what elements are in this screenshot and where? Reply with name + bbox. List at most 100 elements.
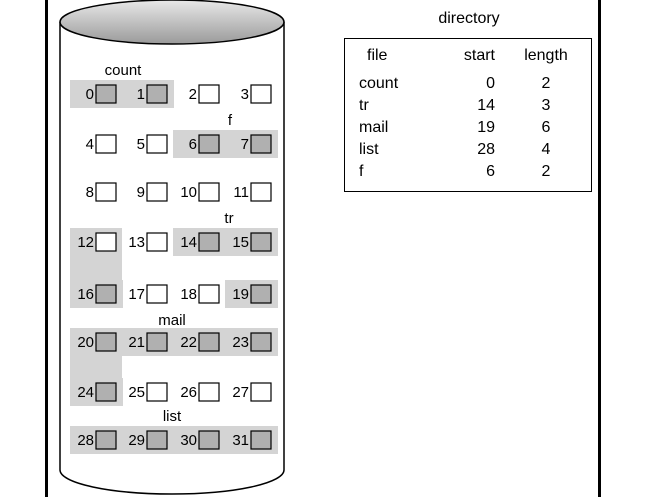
disk-block-17: 17	[128, 284, 168, 304]
block-square	[198, 332, 220, 352]
cylinder-top	[59, 0, 285, 45]
cell-start: 19	[477, 119, 495, 136]
block-number: 24	[77, 384, 94, 401]
disk-block-4: 4	[86, 134, 117, 154]
block-number: 20	[77, 334, 94, 351]
cell-start: 28	[477, 141, 495, 158]
block-square	[95, 134, 117, 154]
block-square	[250, 232, 272, 252]
cell-file: list	[359, 141, 379, 158]
block-number: 11	[233, 184, 249, 201]
disk-block-9: 9	[137, 182, 168, 202]
header-start: start	[463, 47, 495, 64]
cell-length: 3	[541, 97, 551, 114]
disk-block-18: 18	[180, 284, 220, 304]
block-number: 7	[241, 136, 249, 153]
block-number: 30	[180, 432, 197, 449]
block-number: 22	[180, 334, 197, 351]
block-number: 4	[86, 136, 94, 153]
disk-block-1: 1	[137, 84, 168, 104]
disk-block-15: 15	[232, 232, 272, 252]
block-square	[95, 232, 117, 252]
block-square	[250, 182, 272, 202]
block-square	[95, 332, 117, 352]
block-square	[198, 134, 220, 154]
block-number: 25	[128, 384, 145, 401]
left-border-line	[45, 0, 48, 497]
block-number: 23	[232, 334, 249, 351]
disk-block-24: 24	[77, 382, 117, 402]
block-square	[198, 232, 220, 252]
directory-table: file start length count 0 2 tr 14 3 mail	[359, 47, 587, 183]
disk-block-22: 22	[180, 332, 220, 352]
block-number: 15	[232, 234, 249, 251]
cell-file: mail	[359, 119, 389, 136]
table-row: mail 19 6	[359, 117, 587, 139]
block-square	[95, 182, 117, 202]
disk-block-8: 8	[86, 182, 117, 202]
block-number: 27	[232, 384, 249, 401]
block-number: 29	[128, 432, 145, 449]
disk-block-10: 10	[180, 182, 220, 202]
block-number: 13	[128, 234, 145, 251]
block-square	[146, 84, 168, 104]
cell-length: 4	[541, 141, 551, 158]
block-square	[198, 284, 220, 304]
block-number: 2	[189, 86, 197, 103]
block-square	[198, 382, 220, 402]
block-square	[146, 134, 168, 154]
block-square	[198, 430, 220, 450]
disk-block-16: 16	[77, 284, 117, 304]
cell-file: count	[359, 75, 399, 92]
table-row: tr 14 3	[359, 95, 587, 117]
disk-block-31: 31	[232, 430, 272, 450]
header-length: length	[524, 47, 568, 64]
block-number: 12	[77, 234, 94, 251]
block-number: 26	[180, 384, 197, 401]
disk-block-6: 6	[189, 134, 220, 154]
block-number: 31	[232, 432, 249, 449]
block-number: 8	[86, 184, 94, 201]
block-square	[146, 284, 168, 304]
block-number: 9	[137, 184, 145, 201]
block-number: 3	[241, 86, 249, 103]
block-number: 0	[86, 86, 94, 103]
block-square	[250, 332, 272, 352]
block-square	[95, 430, 117, 450]
disk-block-12: 12	[77, 232, 117, 252]
block-square	[146, 430, 168, 450]
header-file: file	[367, 47, 388, 64]
cell-file: tr	[359, 97, 369, 114]
cell-length: 2	[541, 163, 551, 180]
disk-block-19: 19	[232, 284, 272, 304]
file-label-mail: mail	[158, 312, 186, 329]
block-square	[95, 84, 117, 104]
block-square	[250, 134, 272, 154]
directory-table-box: file start length count 0 2 tr 14 3 mail	[344, 38, 592, 192]
directory-title: directory	[438, 10, 500, 27]
block-square	[95, 284, 117, 304]
table-row: f 6 2	[359, 161, 587, 183]
block-number: 14	[180, 234, 197, 251]
disk-block-5: 5	[137, 134, 168, 154]
block-number: 28	[77, 432, 94, 449]
cell-start: 6	[486, 163, 495, 180]
block-square	[146, 332, 168, 352]
block-number: 18	[180, 286, 197, 303]
block-number: 10	[180, 184, 197, 201]
file-label-tr: tr	[224, 210, 233, 227]
disk-block-7: 7	[241, 134, 272, 154]
cell-file: f	[359, 163, 364, 180]
cell-length: 6	[541, 119, 551, 136]
right-border-line	[598, 0, 601, 497]
block-number: 6	[189, 136, 197, 153]
block-square	[146, 232, 168, 252]
disk-block-13: 13	[128, 232, 168, 252]
file-label-list: list	[163, 408, 182, 425]
table-row: count 0 2	[359, 73, 587, 95]
disk-block-21: 21	[128, 332, 168, 352]
